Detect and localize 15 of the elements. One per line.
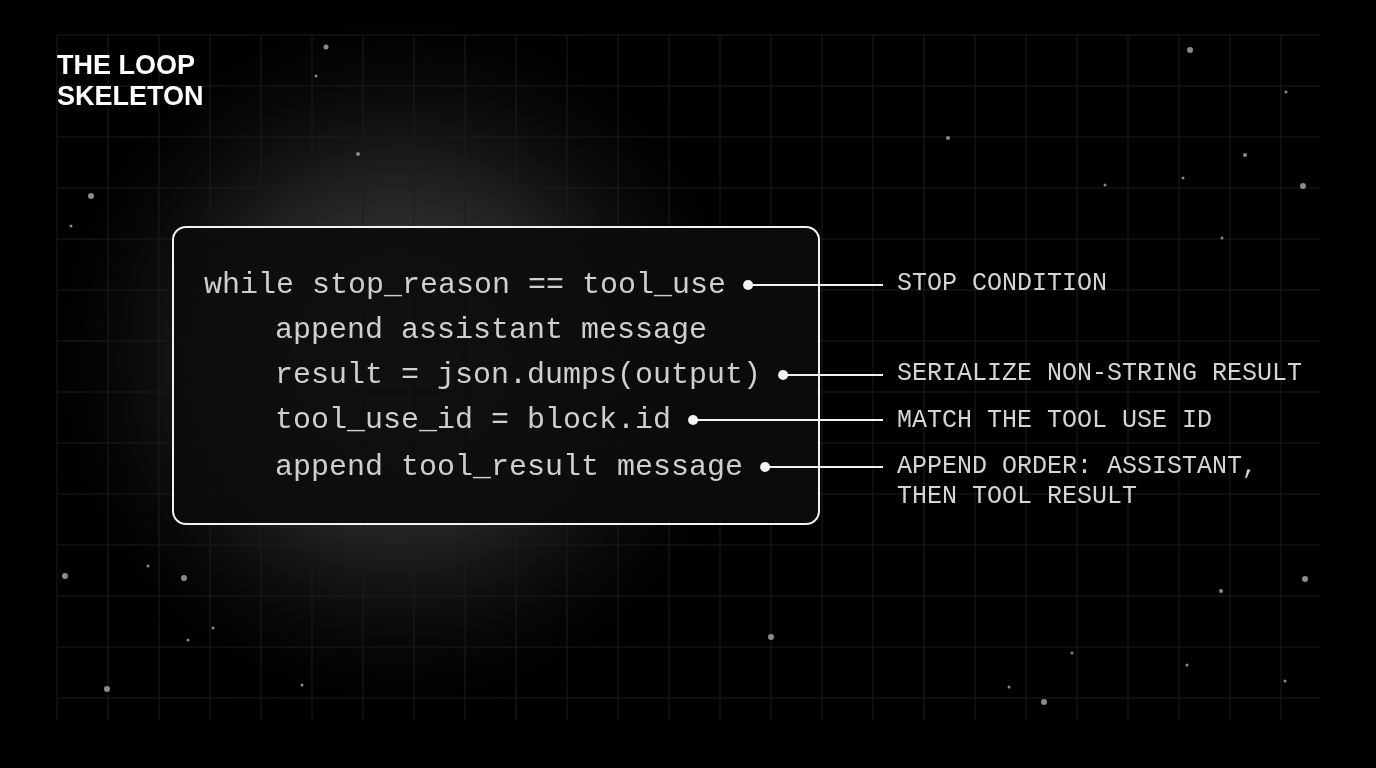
annotation-text: APPEND ORDER: ASSISTANT, THEN TOOL RESULT (883, 452, 1318, 512)
diagram-title: THE LOOP SKELETON (57, 50, 205, 112)
annotation-text: STOP CONDITION (883, 269, 1338, 299)
code-line: while stop_reason == tool_use (204, 267, 749, 303)
leader-line (778, 370, 884, 380)
annotation-text: MATCH THE TOOL USE ID (883, 406, 1338, 436)
code-panel (172, 226, 820, 525)
leader-line (743, 280, 884, 290)
annotation-text: SERIALIZE NON-STRING RESULT (883, 359, 1338, 389)
code-line: tool_use_id = block.id (275, 402, 694, 438)
leader-line (760, 462, 884, 472)
leader-line (688, 415, 884, 425)
code-line: result = json.dumps(output) (275, 357, 784, 393)
code-line: append assistant message (275, 312, 730, 348)
code-line: append tool_result message (275, 449, 766, 485)
